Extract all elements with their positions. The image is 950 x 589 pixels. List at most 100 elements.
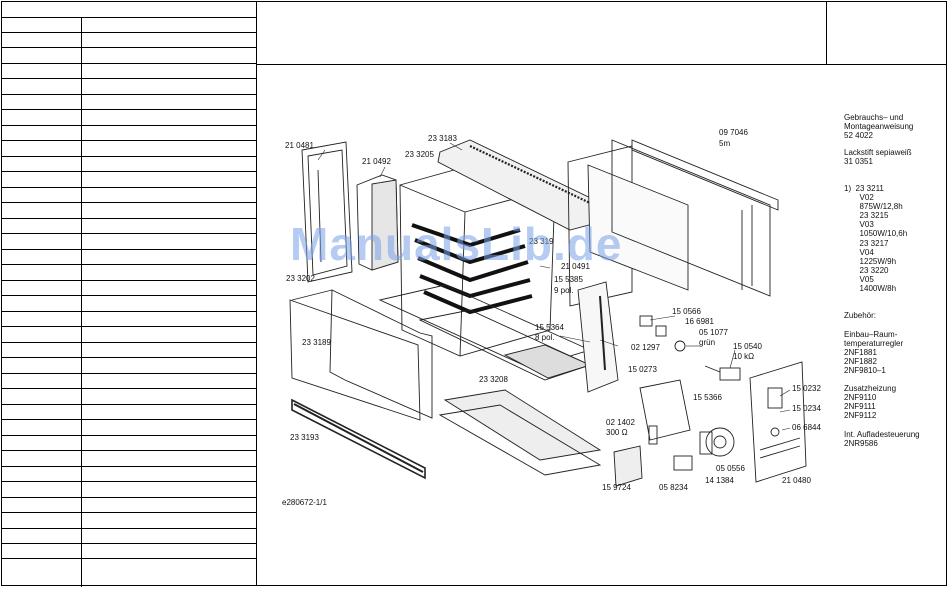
table-row xyxy=(1,264,256,265)
label-210491: 21 0491 xyxy=(561,262,590,271)
variant-line: 1050W/10,6h xyxy=(844,229,908,238)
table-row xyxy=(1,140,256,141)
table-row xyxy=(1,419,256,420)
bottom-tray xyxy=(443,389,602,461)
label-066844: 06 6844 xyxy=(792,423,821,432)
label-23319: 23 319 xyxy=(529,237,554,246)
table-row xyxy=(1,543,256,544)
label-5m: 5m xyxy=(719,139,730,148)
terminal-bracket xyxy=(577,281,619,393)
title-block xyxy=(256,1,947,65)
label-166981: 16 6981 xyxy=(685,317,714,326)
lamp-part xyxy=(674,340,686,352)
table-row xyxy=(1,435,256,436)
variant-line: 23 3220 xyxy=(844,266,889,275)
table-row xyxy=(1,311,256,312)
table-row xyxy=(1,94,256,95)
front-panel xyxy=(289,299,421,421)
front-frame xyxy=(329,289,433,419)
label-10kohm: 10 kΩ xyxy=(733,352,754,361)
variant-line: V05 xyxy=(844,275,874,284)
accessory-line: 2NF9110 xyxy=(844,393,877,402)
drawing-code: e280672-1/1 xyxy=(282,498,327,507)
label-233208: 23 3208 xyxy=(479,375,508,384)
table-row xyxy=(1,202,256,203)
variant-line: 1225W/9h xyxy=(844,257,897,266)
accessory-line: Zubehör: xyxy=(844,311,877,320)
table-row xyxy=(1,125,256,126)
grille-strip xyxy=(291,398,426,480)
table-row xyxy=(1,63,256,64)
table-row xyxy=(1,450,256,451)
label-155364: 15 5364 xyxy=(535,323,564,332)
variant-line: V04 xyxy=(844,248,874,257)
thermostat-holder xyxy=(639,379,691,441)
table-row xyxy=(1,512,256,513)
accessory-line: 2NF1881 xyxy=(844,348,877,357)
label-155385: 15 5385 xyxy=(554,275,583,284)
label-9pol: 9 pol. xyxy=(554,286,574,295)
label-8pol: 8 pol. xyxy=(535,333,555,342)
accessory-line: 2NR9586 xyxy=(844,439,878,448)
table-row xyxy=(1,481,256,482)
label-097046: 09 7046 xyxy=(719,128,748,137)
table-row xyxy=(1,326,256,327)
side-panel-right xyxy=(749,361,807,483)
variant-line: 23 3215 xyxy=(844,211,889,220)
resistor-part xyxy=(648,425,658,445)
table-row xyxy=(1,47,256,48)
table-row xyxy=(1,32,256,33)
table-row xyxy=(1,17,256,18)
label-233189: 23 3189 xyxy=(302,338,331,347)
title-block-divider xyxy=(826,1,827,64)
table-row xyxy=(1,171,256,172)
label-150232: 15 0232 xyxy=(792,384,821,393)
table-row xyxy=(1,249,256,250)
table-row xyxy=(1,373,256,374)
accessory-line: 2NF1882 xyxy=(844,357,877,366)
label-155366: 15 5366 xyxy=(693,393,722,402)
back-panel xyxy=(567,145,633,307)
accessory-line: Einbau–Raum- xyxy=(844,330,898,339)
label-210481: 21 0481 xyxy=(285,141,314,150)
label-gruen: grün xyxy=(699,338,715,347)
table-row xyxy=(1,357,256,358)
side-panel-left xyxy=(301,141,353,283)
table-row xyxy=(1,109,256,110)
table-row xyxy=(1,558,256,559)
table-row xyxy=(1,218,256,219)
table-row xyxy=(1,156,256,157)
table-row xyxy=(1,388,256,389)
label-150566: 15 0566 xyxy=(672,307,701,316)
table-row xyxy=(1,233,256,234)
label-233193: 23 3193 xyxy=(290,433,319,442)
note-line: Lackstift sepiaweiß xyxy=(844,148,912,157)
note-line: 52 4022 xyxy=(844,131,873,140)
label-233202: 23 3202 xyxy=(286,274,315,283)
table-row xyxy=(1,466,256,467)
variant-line: V03 xyxy=(844,220,874,229)
label-233183: 23 3183 xyxy=(428,134,457,143)
variant-line: 1) 23 3211 xyxy=(844,184,884,193)
accessory-line: temperaturregler xyxy=(844,339,904,348)
connector-part xyxy=(639,315,653,327)
variant-line: 23 3217 xyxy=(844,239,889,248)
accessory-line: Zusatzheizung xyxy=(844,384,897,393)
label-021402: 02 1402 xyxy=(606,418,635,427)
accessory-line: 2NF9112 xyxy=(844,411,877,420)
knob-part xyxy=(705,427,735,457)
table-row xyxy=(1,342,256,343)
table-row xyxy=(1,187,256,188)
label-210492: 21 0492 xyxy=(362,157,391,166)
exploded-view-drawing: 21 0481 21 0492 23 3183 23 3205 09 7046 … xyxy=(285,128,821,492)
table-row xyxy=(1,295,256,296)
variant-line: 875W/12,8h xyxy=(844,202,903,211)
note-line: 31 0351 xyxy=(844,157,873,166)
table-row xyxy=(1,528,256,529)
label-050556: 05 0556 xyxy=(716,464,745,473)
table-row xyxy=(1,78,256,79)
accessory-line: 2NF9111 xyxy=(844,402,876,411)
label-021297: 02 1297 xyxy=(631,343,660,352)
table-row xyxy=(1,497,256,498)
label-159724: 15 9724 xyxy=(602,483,631,492)
